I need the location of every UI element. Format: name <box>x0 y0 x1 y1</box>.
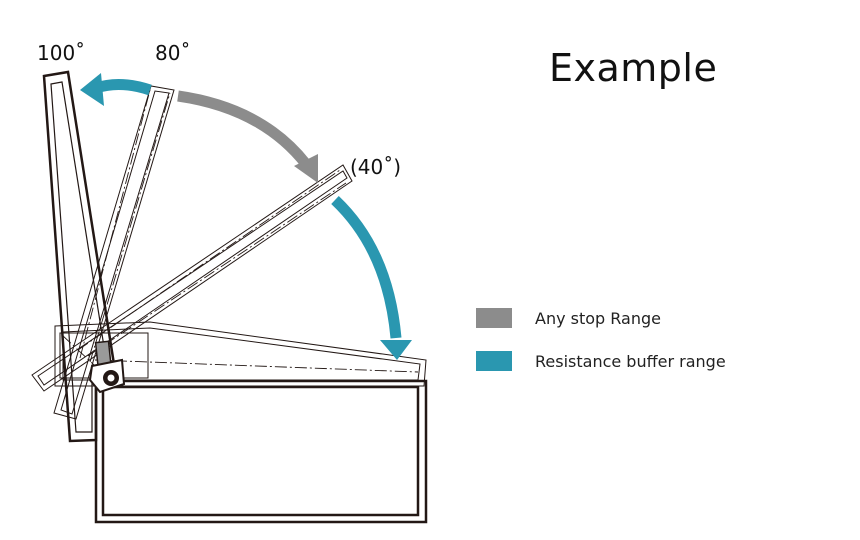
teal-arrow-top <box>80 73 152 106</box>
legend-swatch-gray <box>476 308 512 328</box>
lid-40-outer <box>31 164 353 392</box>
legend-item-resistance: Resistance buffer range <box>476 351 726 371</box>
base-box-inner <box>101 385 420 517</box>
angle-label-100: 100˚ <box>37 41 86 65</box>
teal-arrow-right <box>331 196 412 360</box>
legend-item-any-stop: Any stop Range <box>476 308 661 328</box>
angle-label-40: (40˚) <box>350 155 402 179</box>
construction-lines <box>61 89 419 379</box>
hinge-mechanism <box>88 340 126 394</box>
legend-swatch-teal <box>476 351 512 371</box>
base-box-outer <box>94 379 428 524</box>
lid-0-outer <box>54 321 427 387</box>
legend-label: Resistance buffer range <box>535 351 726 371</box>
legend-label: Any stop Range <box>535 308 661 328</box>
angle-label-80: 80˚ <box>155 41 191 65</box>
page-title: Example <box>549 46 718 90</box>
lid-40-inner <box>37 170 348 386</box>
gray-arrow <box>177 90 318 183</box>
